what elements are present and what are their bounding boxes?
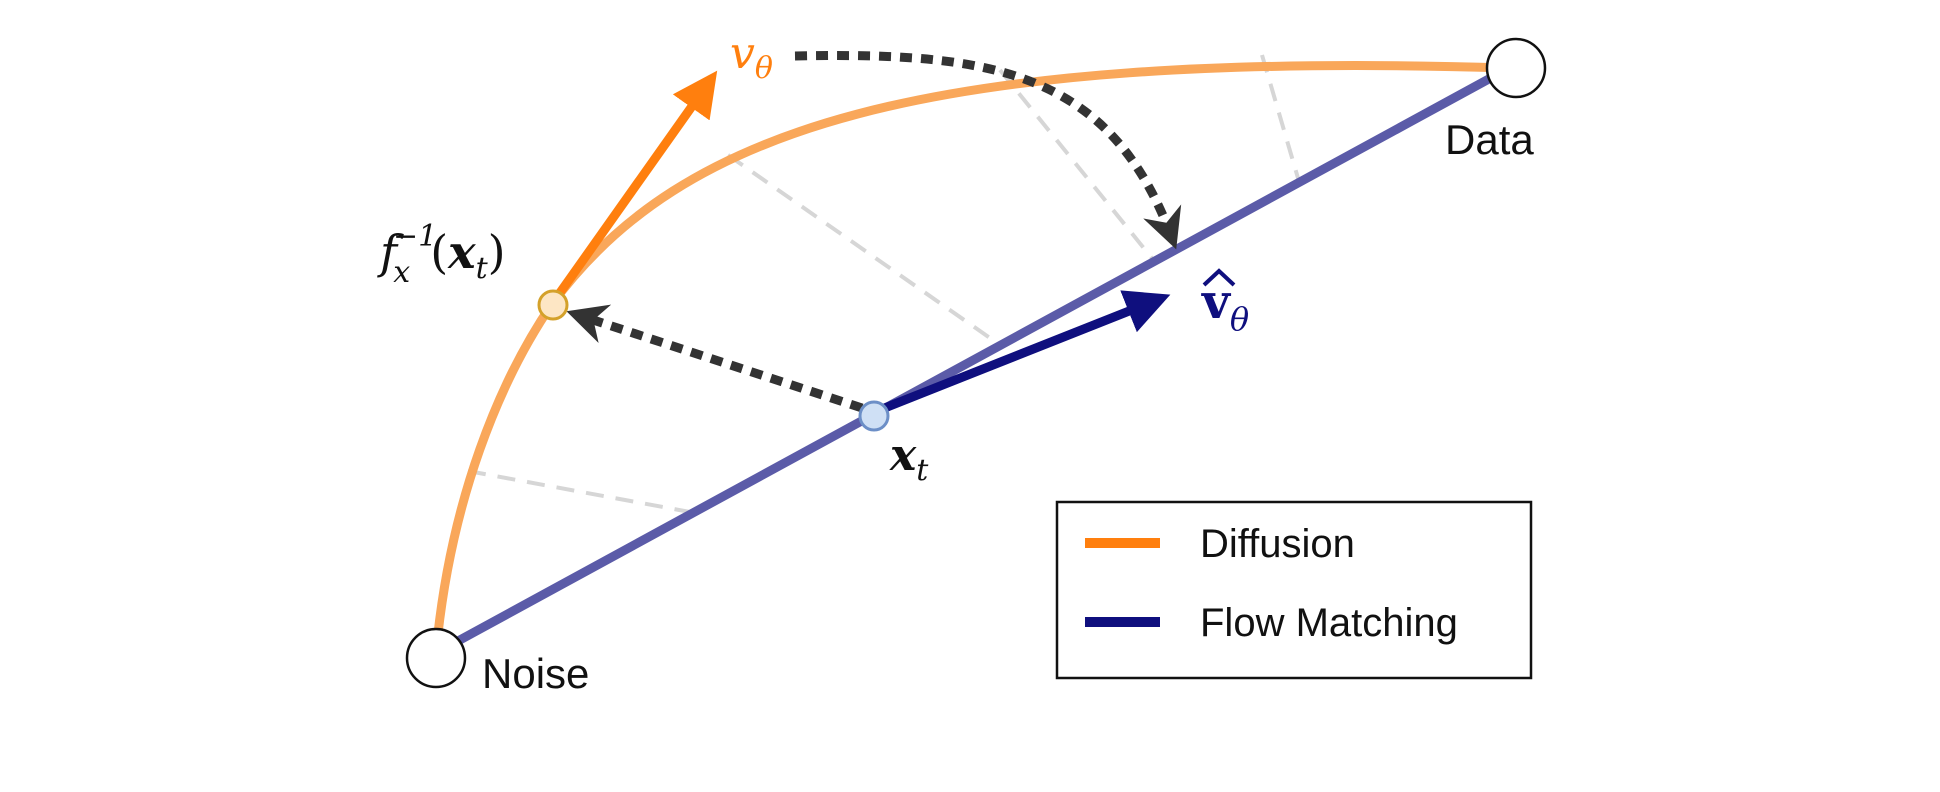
diffusion-path [431, 61, 1514, 658]
data-point [1485, 37, 1547, 99]
v-hat-caret [1202, 268, 1236, 287]
dotted-arrow-projection [794, 51, 1182, 250]
guide-lines [467, 54, 1302, 514]
legend: Diffusion Flow Matching [1055, 500, 1533, 680]
flow-matching-path [431, 63, 1514, 658]
diffusion-velocity-arrow [548, 70, 718, 307]
noise-point [405, 627, 467, 689]
v-theta-label: vθ [730, 28, 773, 86]
data-label: Data [1445, 116, 1534, 163]
v-hat-label: vθ [1201, 274, 1249, 338]
guide-line [726, 153, 1002, 347]
legend-label-flow-matching: Flow Matching [1200, 601, 1458, 645]
flow-velocity-arrow [870, 290, 1171, 418]
legend-box [1055, 500, 1533, 680]
noise-label: Noise [482, 650, 589, 697]
guide-line [998, 68, 1157, 264]
dotted-arrow-inverse [566, 304, 864, 413]
x-t-point [858, 400, 890, 432]
guide-line [467, 469, 691, 514]
x-t-label: xt [889, 430, 929, 488]
guide-line [1260, 54, 1302, 186]
f-inverse-point [537, 289, 569, 321]
legend-label-diffusion: Diffusion [1200, 522, 1355, 566]
